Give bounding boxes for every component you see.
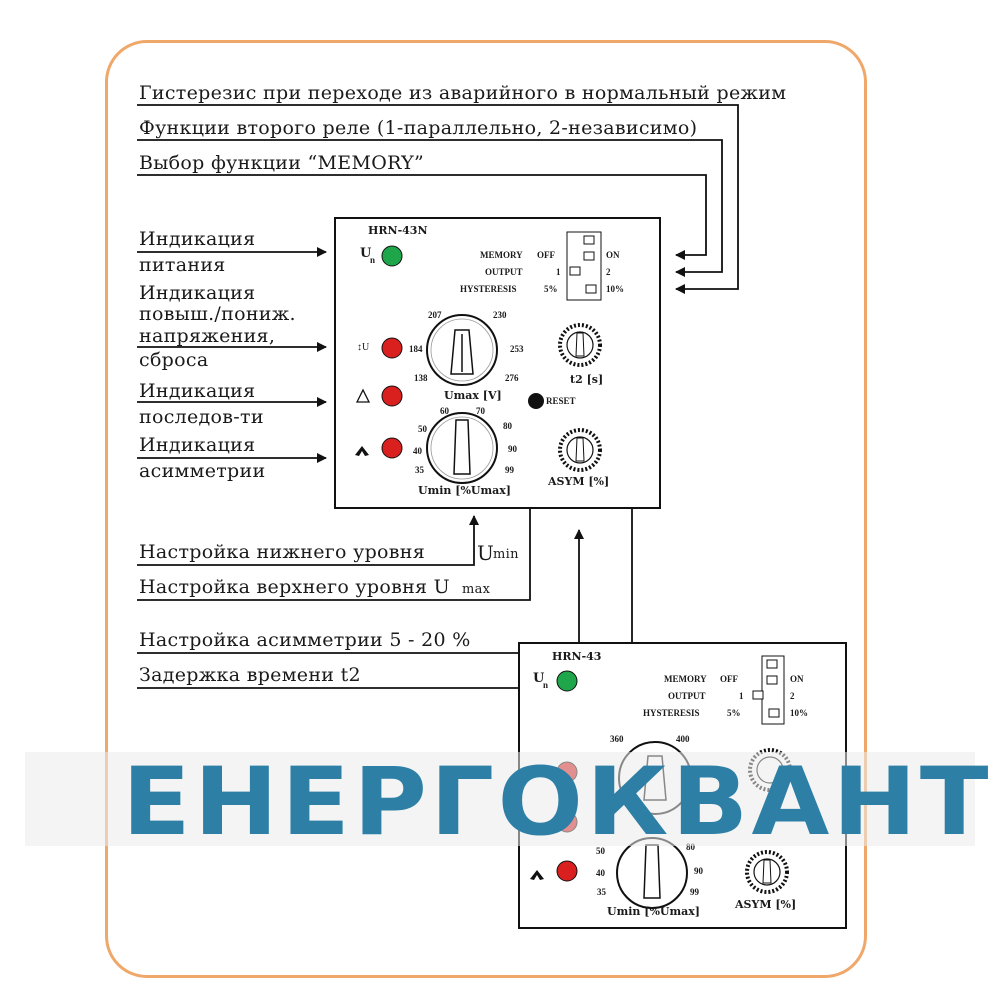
umin-subscript: min [493,547,519,562]
led-asym-top [381,437,403,459]
callout-voltage-1: Индикация [139,282,256,304]
device-bottom-umin-label: Umin [%Umax] [607,905,701,918]
rounded-frame [105,40,867,978]
umin-tick-70: 70 [476,406,485,416]
device-top-two: 2 [606,267,611,277]
sequence-icon [355,388,371,403]
callout-power-2: питания [139,254,226,276]
callout-voltage-2: повыш./пониж. [139,303,296,325]
device-bottom-on: ON [790,674,804,684]
callout-power-1: Индикация [139,228,256,250]
watermark-band [25,752,975,846]
callout-relay2: Функции второго реле (1-параллельно, 2-н… [139,117,698,139]
leader-memory [137,174,707,260]
umax-tick-253: 253 [510,344,524,354]
callout-umax-setting: Настройка верхнего уровня U [139,576,450,598]
device-top-umax-label: Umax [V] [444,389,502,402]
callout-sequence-2: последов-ти [139,406,264,428]
callout-asym-ind-2: асимметрии [139,460,266,482]
device-bottom-two: 2 [790,691,795,701]
device-bottom-asym-label: ASYM [%] [735,898,797,911]
leader-relay2 [137,139,723,277]
device-top-umin-label: Umin [%Umax] [418,484,512,497]
t2-knob-top [558,323,602,367]
umax-bottom-tick-360: 360 [610,734,624,744]
device-top-t2-label: t2 [s] [570,373,604,386]
callout-umin-setting: Настройка нижнего уровня [139,541,426,563]
callout-delay: Задержка времени t2 [139,664,361,686]
device-bottom-off: OFF [720,674,738,684]
umin-tick-60: 60 [440,406,449,416]
umax-tick-230: 230 [493,310,507,320]
asym-knob-bottom [745,850,789,894]
device-top-ten: 10% [606,284,624,294]
device-top-box [334,217,661,509]
device-bottom-hysteresis: HYSTERESIS [643,708,700,718]
umax-subscript: max [462,582,491,597]
umin-symbol: U [477,541,495,565]
umax-tick-276: 276 [505,373,519,383]
device-top-five: 5% [544,284,558,294]
umin-bottom-tick-35: 35 [597,887,606,897]
device-bottom-title: HRN-43 [552,650,602,663]
umin-bottom-tick-80: 80 [686,842,695,852]
device-top-one: 1 [556,267,561,277]
led-seq-top [381,385,403,407]
watermark-logo-text: ЕНЕРГОКВАНТ [122,748,992,857]
umax-knob-top [426,314,498,386]
asym-icon [355,446,369,456]
umin-bottom-tick-40: 40 [596,868,605,878]
led-un-bottom [556,670,578,692]
callout-memory: Выбор функции “MEMORY” [139,152,424,174]
umax-tick-184: 184 [409,344,423,354]
device-top-on: ON [606,250,620,260]
callout-voltage-3: напряжения, [139,325,276,347]
umax-bottom-tick-400: 400 [676,734,690,744]
device-bottom-un-sub: n [543,680,549,690]
umin-knob-bottom [616,837,688,909]
leader-hysteresis [137,104,739,294]
led-asym-bottom [556,860,578,882]
reset-button [528,393,544,409]
umax-tick-138: 138 [414,373,428,383]
device-top-memory: MEMORY [480,250,523,260]
umax-tick-207: 207 [428,310,442,320]
device-top-output: OUTPUT [485,267,523,277]
device-top-reset: RESET [546,396,576,406]
umin-tick-50: 50 [418,424,427,434]
device-top-u-label: ↕U [357,342,370,353]
asym-icon-bottom [530,870,544,880]
umin-bottom-tick-50: 50 [596,846,605,856]
device-top-title: HRN-43N [368,224,428,237]
umin-bottom-tick-90: 90 [694,866,703,876]
led-u-top [381,337,403,359]
device-top-off: OFF [537,250,555,260]
callout-sequence-1: Индикация [139,380,256,402]
callout-hysteresis: Гистерезис при переходе из аварийного в … [139,82,787,104]
leader-umin [137,515,479,566]
device-bottom-five: 5% [727,708,741,718]
device-top-un-sub: n [370,255,376,265]
umin-tick-90: 90 [508,444,517,454]
device-top-hysteresis: HYSTERESIS [460,284,517,294]
umin-bottom-tick-99: 99 [690,887,699,897]
umin-knob-top [426,412,498,484]
callout-asym-setting: Настройка асимметрии 5 - 20 % [139,629,471,651]
device-bottom-un: U [533,671,545,686]
umin-tick-35: 35 [415,465,424,475]
callout-asym-ind-1: Индикация [139,434,256,456]
umin-tick-80: 80 [503,421,512,431]
device-bottom-one: 1 [739,691,744,701]
device-top-un: U [360,246,372,261]
device-bottom-memory: MEMORY [664,674,707,684]
device-top-asym-label: ASYM [%] [548,475,610,488]
umin-tick-40: 40 [413,446,422,456]
device-bottom-ten: 10% [790,708,808,718]
umin-tick-99: 99 [505,465,514,475]
device-bottom-output: OUTPUT [668,691,706,701]
led-un-top [381,245,403,267]
asym-knob-top [558,428,602,472]
callout-voltage-4: сброса [139,349,209,371]
